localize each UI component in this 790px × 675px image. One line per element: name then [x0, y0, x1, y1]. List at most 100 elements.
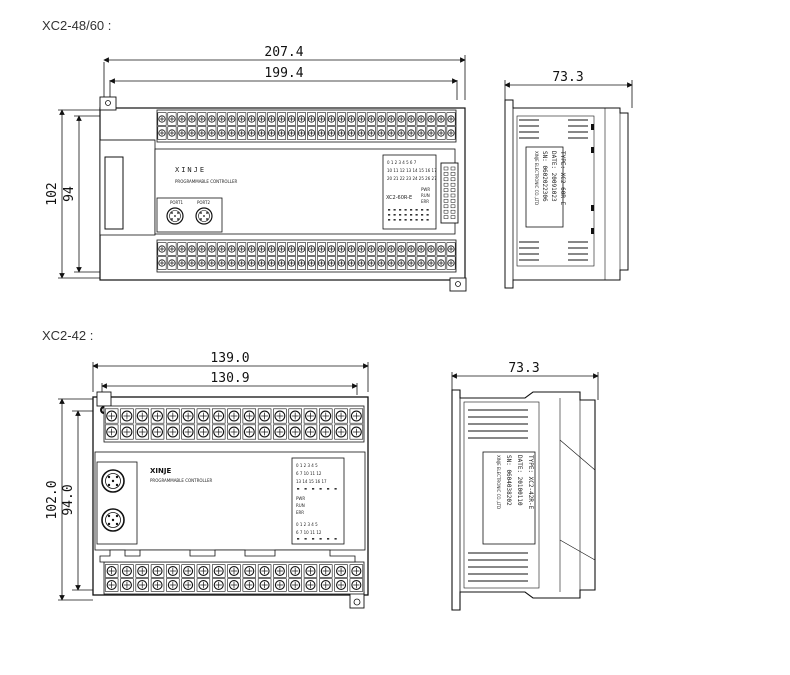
io-led-icon	[415, 214, 418, 216]
terminal-screw-icon	[426, 256, 436, 270]
terminal-screw-icon	[177, 242, 187, 256]
connector-pin-icon	[443, 172, 449, 176]
io-led-icon	[312, 538, 315, 540]
terminal-screw-icon	[306, 126, 316, 140]
terminal-screw-icon	[227, 242, 237, 256]
terminal-screw-icon	[346, 242, 356, 256]
connector-pin-icon	[450, 166, 456, 171]
terminal-screw-icon	[356, 112, 366, 126]
io-led-icon	[319, 538, 322, 540]
connector-pin-icon	[450, 182, 456, 187]
terminal-screw-icon	[135, 408, 149, 424]
terminal-screw-icon	[436, 242, 446, 256]
terminal-screw-icon	[211, 424, 226, 440]
side-nameplate	[525, 146, 564, 228]
terminal-screw-icon	[319, 408, 333, 424]
io-led-icon	[297, 488, 300, 490]
dim-overall-width-2: 139.0	[92, 351, 369, 392]
terminal-screw-icon	[187, 126, 197, 140]
terminal-screw-icon	[336, 112, 346, 126]
terminal-block-bottom	[156, 239, 457, 273]
mounting-hole-icon	[455, 281, 461, 287]
terminal-screw-icon	[436, 126, 446, 140]
dim-mount-width-1: 199.4	[109, 66, 458, 100]
terminal-screw-icon	[297, 256, 307, 270]
terminal-screw-icon	[157, 256, 167, 270]
nameplate-line: DATE: 20100110	[516, 455, 523, 506]
terminal-screw-icon	[446, 242, 456, 256]
terminal-screw-icon	[303, 408, 318, 424]
io-led-icon	[393, 214, 396, 216]
io-indicator-panel	[382, 154, 437, 230]
terminal-screw-icon	[287, 126, 297, 140]
expansion-slot	[104, 156, 124, 230]
dim-depth-2: 73.3	[451, 361, 599, 400]
terminal-screw-icon	[346, 256, 356, 270]
dim-label-mount-width: 130.9	[210, 371, 249, 386]
terminal-screw-icon	[227, 564, 241, 578]
terminal-block-bottom	[103, 561, 365, 595]
terminal-screw-icon	[277, 126, 287, 140]
terminal-screw-icon	[273, 408, 287, 424]
terminal-screw-icon	[288, 564, 302, 578]
terminal-screw-icon	[326, 242, 336, 256]
brand-subtitle: PROGRAMMABLE CONTROLLER	[175, 179, 237, 184]
terminal-screw-icon	[197, 126, 207, 140]
terminal-screw-icon	[104, 564, 119, 578]
terminal-screw-icon	[288, 424, 302, 440]
status-label-pwr: PWR	[421, 187, 430, 192]
terminal-screw-icon	[319, 578, 333, 592]
port1-connector-icon	[166, 207, 184, 225]
io-led-icon	[426, 209, 429, 211]
terminal-screw-icon	[207, 242, 217, 256]
io-led-icon	[327, 488, 330, 490]
connector-pin-icon	[450, 172, 456, 176]
dim-mount-height-1: 94	[62, 115, 100, 273]
terminal-screw-icon	[150, 424, 165, 440]
terminal-screw-icon	[446, 256, 456, 270]
terminal-screw-icon	[386, 242, 396, 256]
terminal-screw-icon	[277, 256, 287, 270]
terminal-screw-icon	[426, 126, 436, 140]
terminal-screw-icon	[334, 578, 348, 592]
terminal-screw-icon	[406, 126, 416, 140]
terminal-screw-icon	[227, 424, 241, 440]
dim-overall-height-1: 102	[45, 109, 100, 279]
terminal-screw-icon	[196, 564, 211, 578]
terminal-screw-icon	[273, 578, 287, 592]
dim-label-depth: 73.3	[552, 70, 583, 85]
terminal-screw-icon	[426, 112, 436, 126]
terminal-screw-icon	[242, 424, 257, 440]
terminal-screw-icon	[366, 242, 376, 256]
dim-label-overall-width: 139.0	[210, 351, 249, 366]
terminal-screw-icon	[406, 256, 416, 270]
io-led-icon	[312, 488, 315, 490]
terminal-screw-icon	[376, 242, 386, 256]
terminal-screw-icon	[196, 408, 211, 424]
terminal-screw-icon	[177, 256, 187, 270]
terminal-screw-icon	[306, 256, 316, 270]
terminal-screw-icon	[316, 126, 326, 140]
io-led-icon	[393, 209, 396, 211]
terminal-screw-icon	[211, 564, 226, 578]
out-row-label: 6 7 10 11 12	[296, 530, 322, 535]
mounting-tab-top	[99, 96, 117, 111]
terminal-screw-icon	[166, 578, 180, 592]
terminal-screw-icon	[287, 256, 297, 270]
terminal-screw-icon	[306, 112, 316, 126]
terminal-screw-icon	[242, 564, 257, 578]
io-led-icon	[426, 214, 429, 216]
port2-label: PORT2	[197, 200, 210, 205]
io-row-label: 0 1 2 3 4 5	[296, 463, 318, 468]
nameplate-line: XINJE ELECTRONIC CO.,LTD	[496, 455, 501, 509]
terminal-screw-icon	[135, 564, 149, 578]
dim-mount-height-2: 94.0	[61, 410, 93, 591]
terminal-screw-icon	[197, 256, 207, 270]
terminal-screw-icon	[287, 242, 297, 256]
io-row-label: 13 14 15 16 17	[296, 479, 327, 484]
terminal-screw-icon	[247, 256, 257, 270]
terminal-screw-icon	[267, 242, 277, 256]
status-label-run: RUN	[296, 503, 305, 508]
terminal-screw-icon	[197, 112, 207, 126]
terminal-screw-icon	[416, 126, 426, 140]
